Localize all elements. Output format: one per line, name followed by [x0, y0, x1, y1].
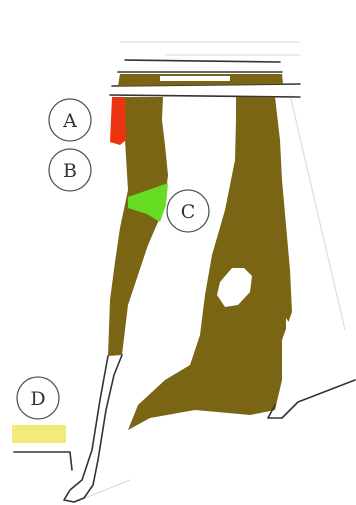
callout-c: C — [167, 190, 209, 232]
d-baseline — [14, 452, 72, 470]
bone-notch — [286, 318, 294, 342]
callout-a: A — [49, 99, 91, 141]
region-a — [110, 97, 126, 145]
callout-c-label: C — [181, 201, 196, 223]
callout-a-label: A — [62, 110, 77, 132]
callout-b: B — [49, 149, 91, 191]
top-plate — [110, 60, 300, 97]
region-d — [12, 425, 66, 443]
lower-right-outline — [268, 380, 355, 418]
callout-b-label: B — [63, 160, 77, 182]
callout-d: D — [17, 377, 59, 419]
lower-left-stem — [64, 355, 122, 502]
callout-d-label: D — [30, 388, 45, 410]
